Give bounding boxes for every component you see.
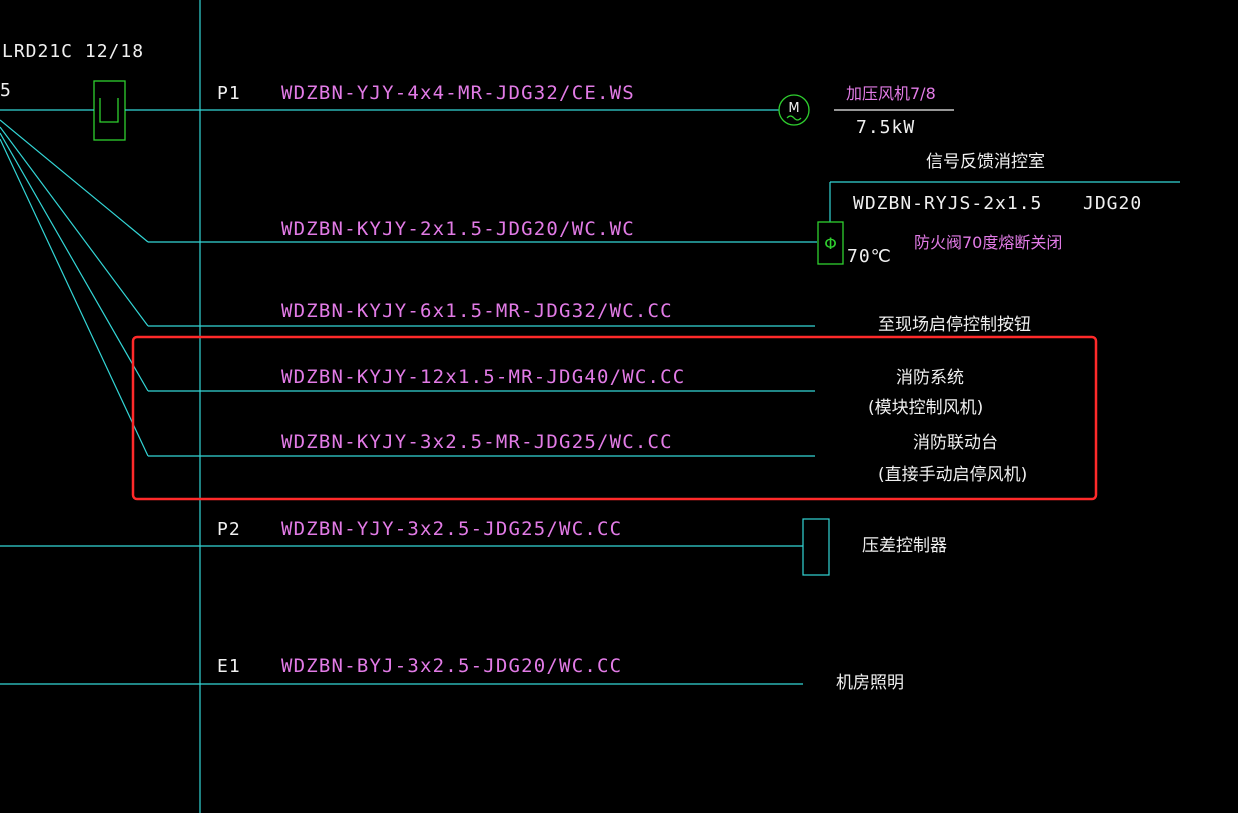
highlight-box [131,335,1098,501]
fire-panel-cable-spec: WDZBN-KYJY-3x2.5-MR-JDG25/WC.CC [281,431,673,453]
fire-system-label-2: (模块控制风机) [868,398,983,418]
p2-label: 压差控制器 [862,536,947,556]
fire-system-cable-spec: WDZBN-KYJY-12x1.5-MR-JDG40/WC.CC [281,366,685,388]
damper-name: 防火阀70度熔断关闭 [914,233,1062,252]
p2-cable-spec: WDZBN-YJY-3x2.5-JDG25/WC.CC [281,518,622,540]
motor-icon[interactable]: M [778,94,810,126]
fire-system-label-1: 消防系统 [896,368,964,388]
p1-code: P1 [217,83,241,104]
feedback-cable-spec: WDZBN-RYJS-2x1.5 [853,193,1042,214]
damper-branch-cable: WDZBN-KYJY-2x1.5-JDG20/WC.WC [281,218,635,240]
e1-cable-spec: WDZBN-BYJ-3x2.5-JDG20/WC.CC [281,655,622,677]
pressure-controller-icon[interactable] [802,518,830,576]
fire-damper-icon[interactable]: Φ [817,221,844,265]
left-partial-text: 5 [0,80,12,101]
p1-cable-spec: WDZBN-YJY-4x4-MR-JDG32/CE.WS [281,82,635,104]
fire-panel-label-1: 消防联动台 [913,433,998,453]
control-fanout-lines [0,119,817,457]
thermal-relay-symbol[interactable] [93,80,126,141]
fire-panel-label-2: (直接手动启停风机) [878,465,1027,485]
e1-label: 机房照明 [836,673,904,693]
breaker-model-text: LRD21C 12/18 [2,41,144,62]
svg-text:Φ: Φ [824,234,837,253]
feedback-conduit: JDG20 [1083,193,1142,214]
feedback-title: 信号反馈消控室 [926,152,1045,172]
p1-device-power: 7.5kW [856,117,915,138]
p1-device-name: 加压风机7/8 [846,84,936,103]
onsite-cable-spec: WDZBN-KYJY-6x1.5-MR-JDG32/WC.CC [281,300,673,322]
e1-code: E1 [217,656,241,677]
svg-text:M: M [788,101,799,116]
damper-temperature: 70℃ [847,246,892,267]
onsite-label: 至现场启停控制按钮 [878,315,1031,335]
p2-code: P2 [217,519,241,540]
